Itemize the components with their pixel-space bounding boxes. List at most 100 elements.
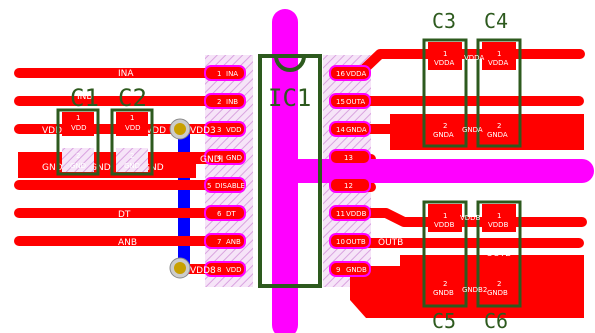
net-label-vdd3: VDD3	[190, 126, 216, 136]
c2-pad-1-number: 1	[130, 114, 134, 122]
c3-pad-2-number: 2	[443, 122, 447, 130]
pin-1-number: 1	[217, 70, 221, 78]
right-pin-labels: 16 VDDA 15 OUTA 14 GNDA 13 12 11 VDDB 10…	[336, 70, 367, 274]
c6-pad-2-net: GNDB	[487, 289, 508, 297]
c1-pad-2[interactable]	[62, 148, 94, 172]
c4-pad-1[interactable]	[482, 42, 516, 70]
pin-13-number: 13	[344, 154, 353, 162]
pin-3-number: 3	[217, 126, 221, 134]
c2-pad-2[interactable]	[116, 148, 148, 172]
pad-10[interactable]	[329, 233, 371, 249]
trace-net-labels: INA INB DISABLE DT ANB VDD VDD GND GND G…	[42, 69, 511, 276]
net-label-outb-right: OUTB	[486, 249, 511, 259]
pin-14-name: GNDA	[346, 126, 367, 134]
trace-outa	[360, 96, 584, 106]
pad-16[interactable]	[329, 65, 371, 81]
net-label-gnd-mid: GND	[90, 163, 111, 173]
ic-left-pads	[204, 65, 246, 277]
pad-14[interactable]	[329, 121, 371, 137]
c6-pad-1-number: 1	[497, 212, 501, 220]
c3-pad-1[interactable]	[428, 42, 462, 70]
trace-gnda-pour	[355, 114, 584, 150]
pin-7-name: ANB	[226, 238, 241, 246]
pad-2[interactable]	[204, 93, 246, 109]
capacitor-c5[interactable]: 1 VDDB 2 GNDB C5	[422, 200, 468, 333]
trace-dt	[14, 208, 214, 218]
c4-pad-1-number: 1	[497, 50, 501, 58]
net-label-dt: DT	[118, 210, 131, 220]
pin-15-name: OUTA	[346, 98, 365, 106]
c5-pad-2-net: GNDB	[433, 289, 454, 297]
net-label-gnd-left: GND	[42, 163, 63, 173]
trace-disable	[14, 180, 214, 190]
pin-3-name: VDD	[226, 126, 242, 134]
pin-2-number: 2	[217, 98, 221, 106]
c2-pad-1-net: VDD	[125, 124, 141, 132]
pin-5-name: DISABLE	[215, 182, 245, 190]
pin-2-name: INB	[226, 98, 238, 106]
pad-8[interactable]	[204, 261, 246, 277]
left-pad-field	[205, 55, 253, 287]
c5-pad-1[interactable]	[428, 204, 462, 232]
c3-pad-2[interactable]	[428, 114, 462, 144]
c2-pad-1[interactable]	[116, 112, 148, 136]
ic1-outline[interactable]	[258, 54, 322, 288]
pin-15-number: 15	[336, 98, 345, 106]
net-label-ina: INA	[118, 69, 134, 79]
c6-reference: C6	[484, 309, 508, 333]
c4-pad-2[interactable]	[482, 114, 516, 144]
c5-reference: C5	[432, 309, 456, 333]
c6-pad-1[interactable]	[482, 204, 516, 232]
pin-4-number: 4	[217, 154, 222, 162]
via-vdd8[interactable]	[169, 257, 191, 279]
pad-7[interactable]	[204, 233, 246, 249]
pad-9[interactable]	[329, 261, 371, 277]
net-label-outb-trace: OUTB	[378, 238, 403, 248]
c4-silk-outline	[476, 38, 522, 148]
net-label-inb: INB	[77, 92, 93, 102]
c4-reference: C4	[484, 9, 508, 33]
net-label-anb: ANB	[118, 238, 137, 248]
pin-16-name: VDDA	[346, 70, 366, 78]
pin-10-name: OUTB	[346, 238, 366, 246]
trace-outb	[360, 238, 584, 248]
pin-16-number: 16	[336, 70, 345, 78]
pad-4[interactable]	[204, 149, 246, 165]
c2-reference: C2	[118, 84, 147, 112]
c3-silk-outline	[422, 38, 468, 148]
capacitor-c4[interactable]: 1 VDDA 2 GNDA C4	[476, 9, 522, 148]
capacitor-c6[interactable]: 1 VDDB 2 GNDB C6	[476, 200, 522, 333]
pad-5[interactable]	[204, 177, 246, 193]
pad-11[interactable]	[329, 205, 371, 221]
pad-12[interactable]	[329, 177, 371, 193]
capacitor-c3[interactable]: 1 VDDA 2 GNDA C3	[422, 9, 468, 148]
c6-pad-2[interactable]	[482, 272, 516, 302]
c3-pad-1-number: 1	[443, 50, 447, 58]
c1-pad-1[interactable]	[62, 112, 94, 136]
c2-silk-outline	[110, 108, 154, 176]
net-label-disable: DISABLE	[86, 192, 125, 202]
capacitor-c2[interactable]: 1 VDD 2 GND C2	[110, 84, 154, 176]
pad-6[interactable]	[204, 205, 246, 221]
pin-4-name: GND	[226, 154, 242, 162]
pad-1[interactable]	[204, 65, 246, 81]
pad-13[interactable]	[329, 149, 371, 165]
net-label-gndb-between: GNDB2	[462, 286, 487, 294]
via-vdd3[interactable]	[169, 118, 191, 140]
net-label-outa: OUTA	[484, 88, 509, 98]
c5-pad-2[interactable]	[428, 272, 462, 302]
c1-pad-1-number: 1	[76, 114, 80, 122]
c3-reference: C3	[432, 9, 456, 33]
ic1-notch	[274, 55, 306, 72]
left-pin-labels: 1 INA 2 INB 3 VDD 4 GND 5 DISABLE 6 DT 7…	[207, 70, 245, 274]
net-label-gndi: GNDI	[200, 155, 223, 165]
c6-pad-2-number: 2	[497, 280, 501, 288]
capacitor-c1[interactable]: 1 VDD 2 GND C1	[56, 84, 100, 176]
pad-15[interactable]	[329, 93, 371, 109]
net-label-vdd-right: VDD	[146, 126, 166, 136]
pad-3[interactable]	[204, 121, 246, 137]
c2-pad-2-number: 2	[130, 152, 134, 160]
c5-pad-2-number: 2	[443, 280, 447, 288]
pin-11-number: 11	[336, 210, 345, 218]
